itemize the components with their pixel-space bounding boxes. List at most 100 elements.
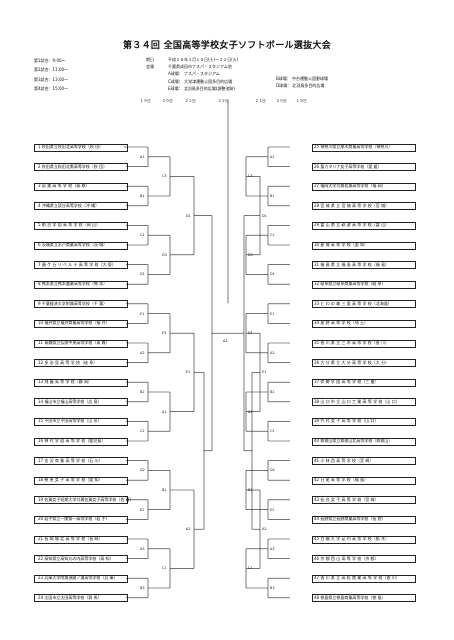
game-label: C2	[140, 429, 145, 434]
game-label: B1	[140, 194, 145, 198]
venue-name: 北羽鳥多目的広場	[292, 82, 325, 88]
schedule-row: 第3試合：13:00～	[34, 75, 68, 84]
team-left: 10 福井県立福井商業高等学校（福 井）	[34, 319, 128, 328]
game-label: B2	[140, 390, 145, 394]
team-name: 42 日 尾 高 等 学 校（福 島）	[314, 477, 368, 483]
game-label: C3	[162, 174, 167, 179]
schedule-time: 15:00～	[52, 86, 69, 92]
game-label: E1	[140, 311, 145, 316]
team-left: 7 唐 ケ 丘 リ ベ ル テ 高 等 学 校（大 阪）	[34, 261, 128, 270]
round-header-final: ２２日	[218, 99, 229, 103]
team-name: 30 星 城 高 等 学 校（愛 知）	[314, 242, 368, 247]
team-name: 31 福 島 県 立 福 島 高 等 学 校（福 島）	[314, 261, 390, 267]
game-label: C1	[248, 566, 253, 571]
game-label: B1	[270, 194, 275, 198]
team-right: 30 星 城 高 等 学 校（愛 知）	[292, 241, 416, 250]
venue-row: D球場： 北羽鳥多目的広場	[276, 82, 328, 89]
team-name: 26 聖カタリナ女子高等学校（愛 媛）	[314, 163, 382, 169]
team-left: 21 長 崎 城 北 高 等 学 校（長 崎）	[34, 535, 128, 544]
team-left: 13 飛 龍 高 等 学 校（静 岡）	[34, 378, 128, 387]
team-name: 1 秋田県立秋田北高等学校（秋 田）	[38, 144, 104, 149]
venue-code: E球場：	[168, 85, 183, 91]
final-label: A2	[223, 339, 228, 344]
team-name: 25 神奈川県立厚木商業高等学校（神奈川）	[314, 144, 393, 149]
game-label: D1	[186, 213, 191, 218]
round-header-l1: １９日	[140, 99, 151, 103]
team-right: 39 竹 村 女 子 高 等 学 校（山 口）	[292, 417, 416, 426]
schedule-label: 第1試合：	[34, 58, 53, 63]
team-right: 29 富 山 県 立 砺 波 高 等 学 校（富 山）	[292, 221, 416, 230]
game-label: B3	[270, 586, 275, 590]
team-name: 18 慈 恵 女 子 高 等 学 校（愛 知）	[38, 477, 103, 483]
team-name: 19 佐賀女子短期大学付属佐賀女子高等学校（佐 賀）	[38, 496, 134, 502]
team-left: 4 沖縄県立読谷高等学校（沖 縄）	[34, 202, 128, 211]
venue-row: B球場： 中台運動公園野球場	[276, 75, 328, 82]
team-name: 33 と わ の 森 三 愛 高 等 学 校（北海道）	[314, 300, 392, 306]
team-name: 43 仙 台 女 子 高 等 学 校（宮 城）	[314, 496, 379, 502]
team-name: 39 竹 村 女 子 高 等 学 校（山 口）	[314, 418, 379, 424]
schedule-label: 第2試合：	[34, 67, 53, 73]
team-right: 31 福 島 県 立 福 島 高 等 学 校（福 島）	[292, 261, 416, 270]
team-right: 28 宮 城 県 立 宮 城 高 等 学 校（宮 城）	[292, 202, 416, 211]
game-label: E1	[186, 370, 191, 375]
team-name: 15 平田市立平田高等学校（山 形）	[38, 418, 102, 424]
round-header-r3: ２１日	[255, 99, 266, 103]
game-label: B2	[270, 390, 275, 394]
team-right: 44 長野県立長野商業高等学校（長 野）	[292, 515, 416, 524]
round-header-l2: ２０日	[162, 99, 173, 103]
team-name: 29 富 山 県 立 砺 波 高 等 学 校（富 山）	[314, 222, 390, 228]
game-label: E1	[262, 370, 267, 375]
team-name: 21 長 崎 城 北 高 等 学 校（長 崎）	[38, 536, 103, 541]
venue-code: B球場：	[276, 75, 291, 81]
team-right: 40 和歌山県立和歌山北高等学校（和歌山）	[292, 437, 416, 446]
team-name: 40 和歌山県立和歌山北高等学校（和歌山）	[314, 438, 393, 443]
venue-name: ナスパ・スタジアム	[184, 71, 220, 77]
schedule-time: 13:00～	[52, 76, 69, 82]
team-right: 41 小 林 西 高 等 学 校（宮 崎）	[292, 457, 416, 466]
team-left: 9 千葉経済大学附属高等学校（千 葉）	[34, 300, 128, 309]
team-name: 37 伊 勢 学 園 高 等 学 校（三 重）	[314, 379, 379, 385]
team-left: 6 茨城県立水戸商業高等学校（茨 城）	[34, 241, 128, 250]
team-right: 34 星 野 高 等 学 校（埼 玉）	[292, 319, 416, 328]
team-right: 27 福岡大学付属若葉高等学校（福 岡）	[292, 182, 416, 191]
game-label: A1	[162, 409, 167, 414]
team-left: 11 青森県立弘前中央高等学校（青 森）	[34, 339, 128, 348]
schedule-time: 11:00～	[52, 67, 69, 73]
team-name: 2 秋田県立秋田北鷹高等学校（秋 田）	[38, 163, 108, 169]
team-left: 1 秋田県立秋田北高等学校（秋 田）	[34, 143, 128, 152]
team-name: 41 小 林 西 高 等 学 校（宮 崎）	[314, 457, 374, 463]
team-name: 36 大 分 県 立 大 分 高 等 学 校（大 分）	[314, 359, 390, 365]
venue-name: 大栄津運動公園多目的広場	[184, 78, 233, 84]
team-left: 17 金 沢 商 業 高 等 学 校（石 川）	[34, 457, 128, 466]
team-left: 20 岩手県立一関第一高等学校（岩 手）	[34, 515, 128, 524]
team-name: 28 宮 城 県 立 宮 城 高 等 学 校（宮 城）	[314, 202, 390, 208]
team-name: 3 岩 美 高 等 学 校（鳥 取）	[38, 183, 90, 189]
game-label: E3	[248, 331, 253, 336]
schedule-row: 第1試合：9:00～	[34, 56, 68, 65]
team-name: 34 星 野 高 等 学 校（埼 玉）	[314, 320, 368, 326]
period: 平成２８年３月１９日(土)～２２日(火)	[168, 57, 239, 62]
team-right: 45 白 鷗 大 学 足 利 高 等 学 校（栃 木）	[292, 535, 416, 544]
team-right: 43 仙 台 女 子 高 等 学 校（宮 城）	[292, 496, 416, 505]
team-left: 2 秋田県立秋田北鷹高等学校（秋 田）	[34, 163, 128, 172]
venue-code: A球場：	[168, 71, 183, 77]
team-right: 25 神奈川県立厚木商業高等学校（神奈川）	[292, 143, 416, 152]
game-label: C1	[140, 233, 145, 238]
venue-code: C球場：	[168, 78, 183, 84]
venue-main: 千葉県成田市ナスパ・スタジアム他	[168, 64, 232, 70]
venue-code: D球場：	[276, 82, 292, 88]
team-right: 37 伊 勢 学 園 高 等 学 校（三 重）	[292, 378, 416, 387]
team-left: 3 岩 美 高 等 学 校（鳥 取）	[34, 182, 128, 191]
game-label: A2	[270, 350, 275, 355]
team-name: 17 金 沢 商 業 高 等 学 校（石 川）	[38, 457, 103, 463]
game-label: E1	[270, 311, 275, 316]
team-right: 47 香 川 県 立 高 松 商 業 高 等 学 校（香 川）	[292, 574, 416, 583]
team-name: 11 青森県立弘前中央高等学校（青 森）	[38, 340, 110, 345]
team-name: 38 山 口 市 立 山 口 工 業 高 等 学 校（山 口）	[314, 398, 400, 404]
team-left: 8 熊本県立熊本農業高等学校（熊 本）	[34, 280, 128, 289]
team-name: 13 飛 龍 高 等 学 校（静 岡）	[38, 379, 92, 385]
team-name: 46 京 都 西 山 高 等 学 校（京 都）	[314, 555, 379, 561]
team-right: 48 徳島県立徳島商業高等学校（徳 島）	[292, 594, 416, 603]
